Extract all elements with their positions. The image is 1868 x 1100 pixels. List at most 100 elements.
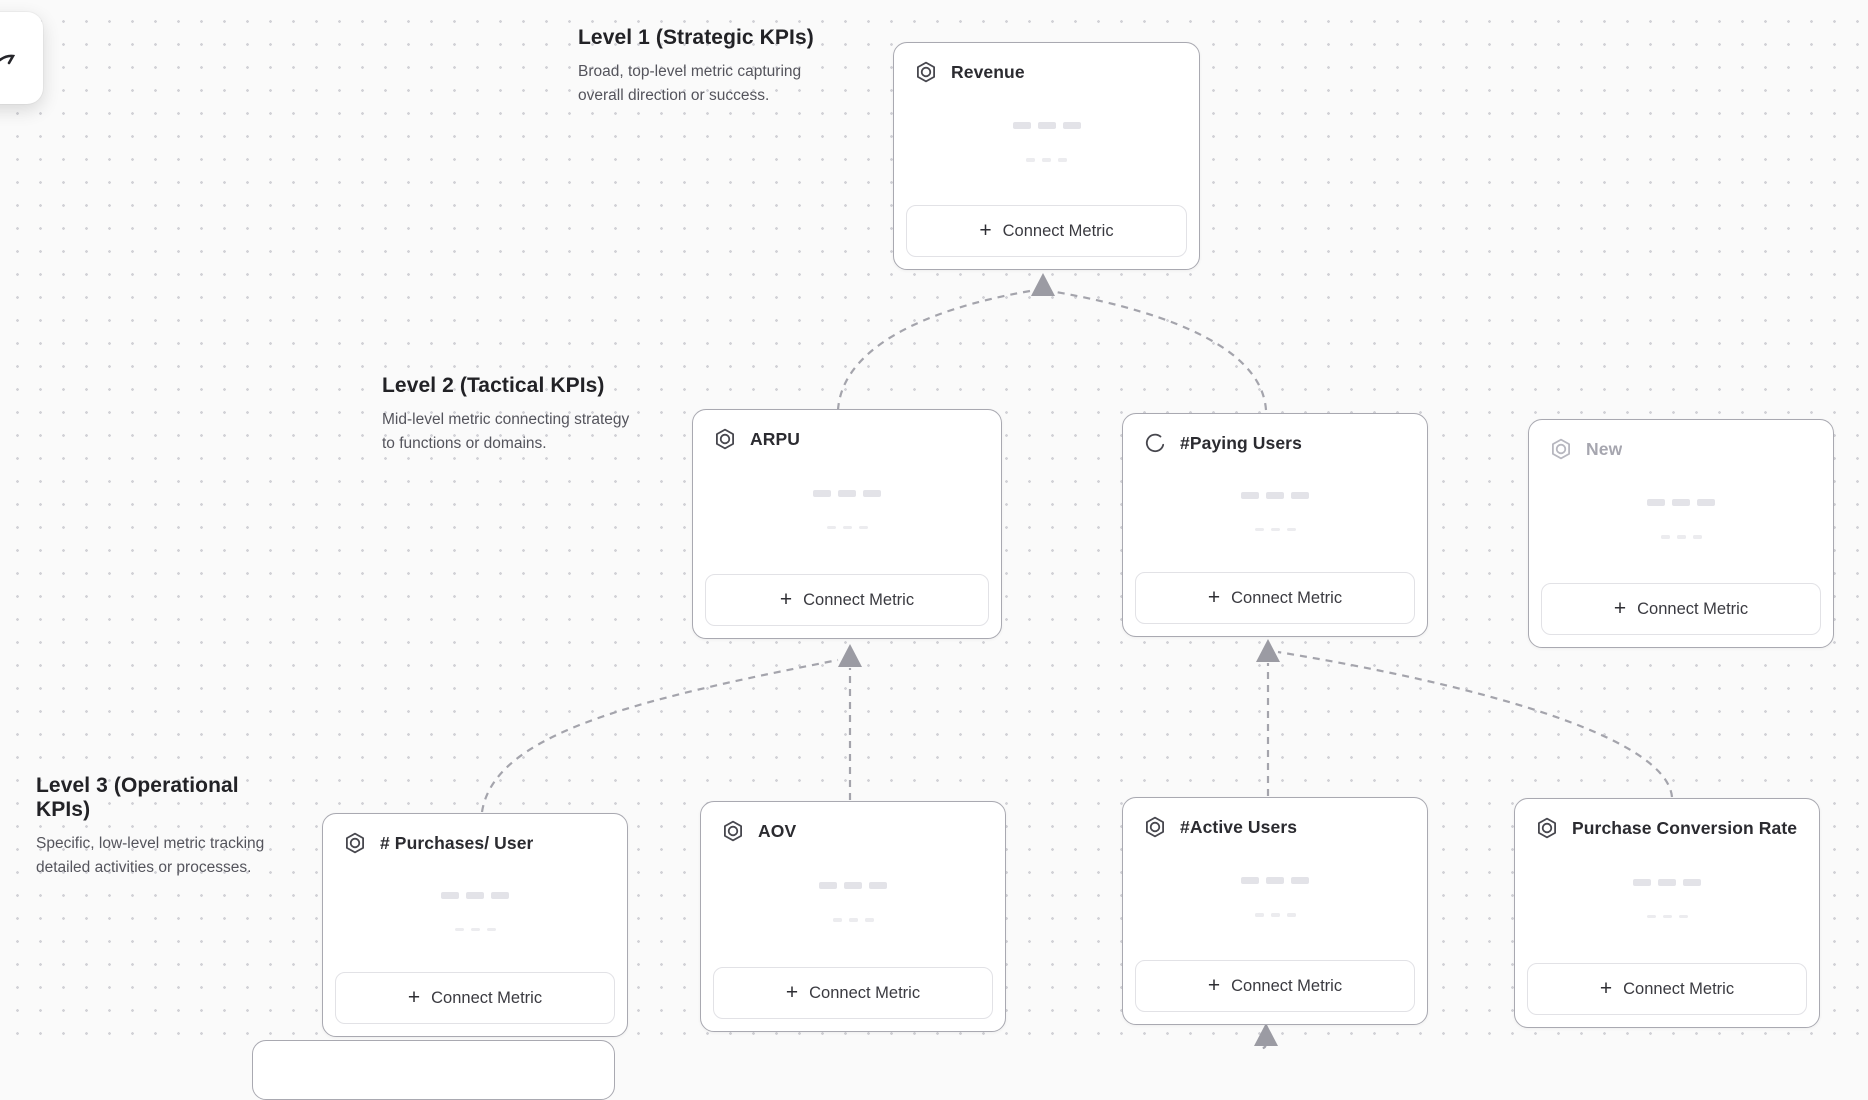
card-title: # Purchases/ User [380, 832, 534, 853]
level-2-description: Mid-level metric connecting strategy to … [382, 411, 630, 453]
skeleton-dash-row [832, 918, 874, 922]
arrowhead-icon [1031, 273, 1055, 296]
card-skeleton [693, 489, 1001, 530]
connect-metric-label: Connect Metric [1231, 588, 1343, 607]
connect-metric-label: Connect Metric [1002, 221, 1114, 240]
skeleton-bar-row [1647, 499, 1715, 507]
card-skeleton [1123, 877, 1427, 917]
card-header: #Active Users [1143, 815, 1411, 839]
skeleton-bar-row [819, 882, 887, 890]
skeleton-bar-row [813, 489, 881, 497]
connect-metric-button[interactable]: + Connect Metric [713, 967, 993, 1019]
metric-card-revenue[interactable]: Revenue + Connect Metric [893, 42, 1200, 270]
metric-hexagon-icon [343, 831, 367, 855]
arrowhead-icon [838, 644, 862, 667]
card-skeleton [323, 891, 627, 932]
skeleton-bar-row [1012, 122, 1081, 130]
connect-metric-label: Connect Metric [1637, 599, 1749, 618]
skeleton-dash-row [1254, 913, 1296, 917]
card-header: # Purchases/ User [343, 831, 611, 855]
arrowhead-icon [1256, 639, 1280, 662]
skeleton-bar-row [441, 891, 509, 899]
edge-aov-to-arpu[interactable] [838, 644, 862, 800]
level-3-label: Level 3 (Operational KPIs) Specific, low… [36, 774, 298, 880]
level-2-label: Level 2 (Tactical KPIs) Mid-level metric… [382, 374, 630, 456]
edge-offscreen-to-active-users[interactable] [1254, 1023, 1278, 1050]
connect-metric-button[interactable]: + Connect Metric [906, 205, 1187, 257]
metric-hexagon-icon [721, 819, 745, 843]
edge-purchases-per-user-to-arpu[interactable] [480, 658, 839, 813]
level-3-description: Specific, low-level metric tracking deta… [36, 835, 265, 877]
connect-metric-button[interactable]: + Connect Metric [1527, 963, 1807, 1015]
level-2-title: Level 2 (Tactical KPIs) [382, 374, 605, 397]
card-header: Revenue [914, 60, 1183, 84]
toolbar-panel[interactable] [0, 12, 43, 104]
spinner-icon [1143, 431, 1167, 455]
metric-hexagon-icon [713, 427, 737, 451]
connect-metric-button[interactable]: + Connect Metric [1135, 960, 1415, 1012]
connect-metric-button[interactable]: + Connect Metric [335, 972, 615, 1024]
metric-hexagon-icon [914, 60, 938, 84]
level-1-description: Broad, top-level metric capturing overal… [578, 63, 802, 105]
metric-card-new[interactable]: New + Connect Metric [1528, 419, 1834, 648]
connect-metric-label: Connect Metric [1231, 976, 1343, 995]
plus-icon: + [785, 980, 799, 1004]
metric-card-purchase-conversion-rate[interactable]: Purchase Conversion Rate + Connect Metri… [1514, 798, 1820, 1028]
card-header: #Paying Users [1143, 431, 1411, 455]
card-header: ARPU [713, 427, 985, 451]
connect-metric-button[interactable]: + Connect Metric [705, 574, 989, 626]
skeleton-bar-row [1633, 878, 1701, 886]
edge-layer [480, 273, 1674, 1050]
card-header: New [1549, 437, 1817, 461]
skeleton-dash-row [1660, 535, 1702, 539]
card-title: Revenue [951, 61, 1025, 82]
card-skeleton [701, 882, 1005, 922]
card-title: ARPU [750, 428, 800, 449]
plus-icon: + [979, 218, 992, 242]
edge-purchase-conversion-rate-to-paying-users[interactable] [1277, 650, 1674, 798]
level-1-label: Level 1 (Strategic KPIs) Broad, top-leve… [578, 26, 830, 108]
card-title: #Paying Users [1180, 432, 1302, 453]
card-skeleton [894, 122, 1199, 162]
connect-metric-button[interactable]: + Connect Metric [1541, 583, 1821, 635]
level-1-title: Level 1 (Strategic KPIs) [578, 26, 814, 49]
plus-icon: + [407, 985, 421, 1009]
card-skeleton [1515, 878, 1819, 919]
metric-hexagon-icon [1549, 437, 1573, 461]
skeleton-dash-row [1646, 914, 1688, 919]
level-3-title: Level 3 (Operational KPIs) [36, 774, 239, 821]
connect-metric-label: Connect Metric [809, 983, 921, 1002]
edge-active-users-to-paying-users[interactable] [1256, 639, 1280, 796]
skeleton-dash-row [1254, 527, 1296, 532]
metric-hexagon-icon [1535, 816, 1559, 840]
plus-icon: + [1207, 973, 1221, 997]
metric-card-purchases-per-user[interactable]: # Purchases/ User + Connect Metric [322, 813, 628, 1037]
edge-arpu-to-revenue[interactable] [836, 289, 1031, 411]
plus-icon: + [1207, 585, 1221, 609]
card-title: New [1586, 438, 1623, 459]
card-skeleton [1123, 491, 1427, 532]
metric-card-active-users[interactable]: #Active Users + Connect Metric [1122, 797, 1428, 1025]
cursor-icon [0, 54, 16, 65]
connect-metric-label: Connect Metric [1623, 979, 1735, 998]
skeleton-dash-row [826, 525, 868, 530]
skeleton-dash-row [1026, 158, 1067, 162]
connect-metric-button[interactable]: + Connect Metric [1135, 572, 1415, 624]
card-title: AOV [758, 820, 797, 841]
connect-metric-label: Connect Metric [803, 590, 915, 609]
card-partial-offscreen[interactable] [252, 1040, 615, 1100]
card-header: Purchase Conversion Rate [1535, 816, 1803, 840]
card-skeleton [1529, 499, 1833, 539]
edge-paying-users-to-revenue[interactable] [1031, 273, 1268, 411]
skeleton-bar-row [1241, 877, 1309, 885]
arrowhead-icon [1254, 1023, 1278, 1046]
metric-card-paying-users[interactable]: #Paying Users + Connect Metric [1122, 413, 1428, 637]
plus-icon: + [1599, 976, 1613, 1000]
card-header: AOV [721, 819, 989, 843]
metric-card-arpu[interactable]: ARPU + Connect Metric [692, 409, 1002, 639]
skeleton-bar-row [1241, 491, 1309, 499]
metric-card-aov[interactable]: AOV + Connect Metric [700, 801, 1006, 1032]
skeleton-dash-row [454, 927, 496, 932]
plus-icon: + [1613, 596, 1627, 620]
